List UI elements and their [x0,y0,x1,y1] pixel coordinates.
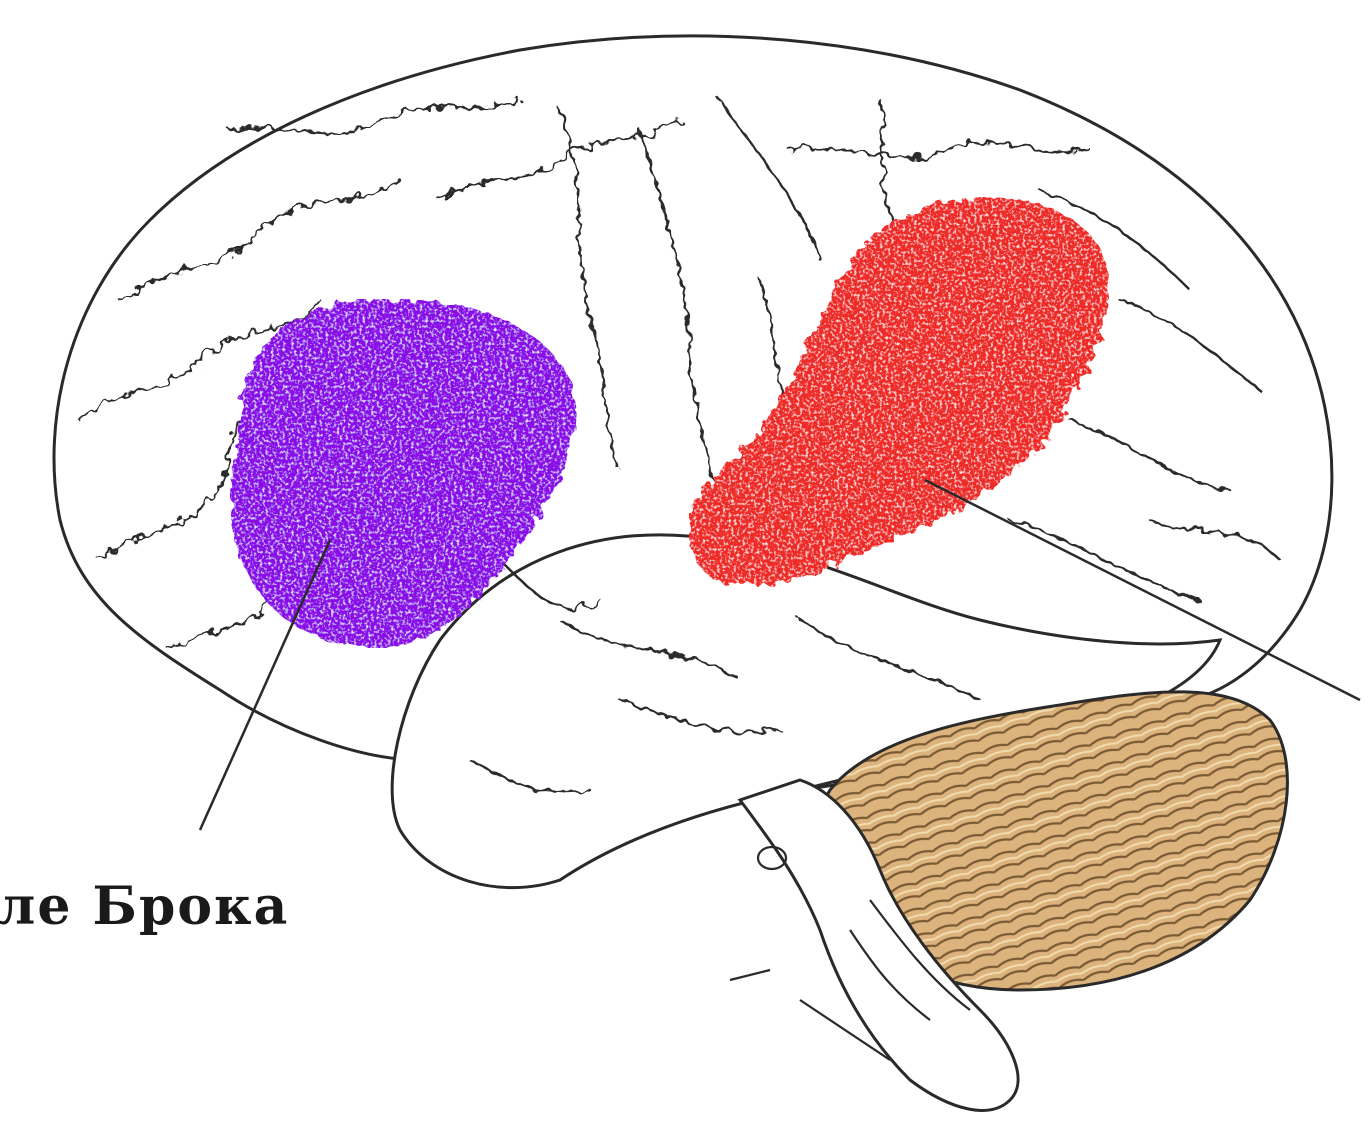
broca-area-label: оле Брока [0,876,289,937]
